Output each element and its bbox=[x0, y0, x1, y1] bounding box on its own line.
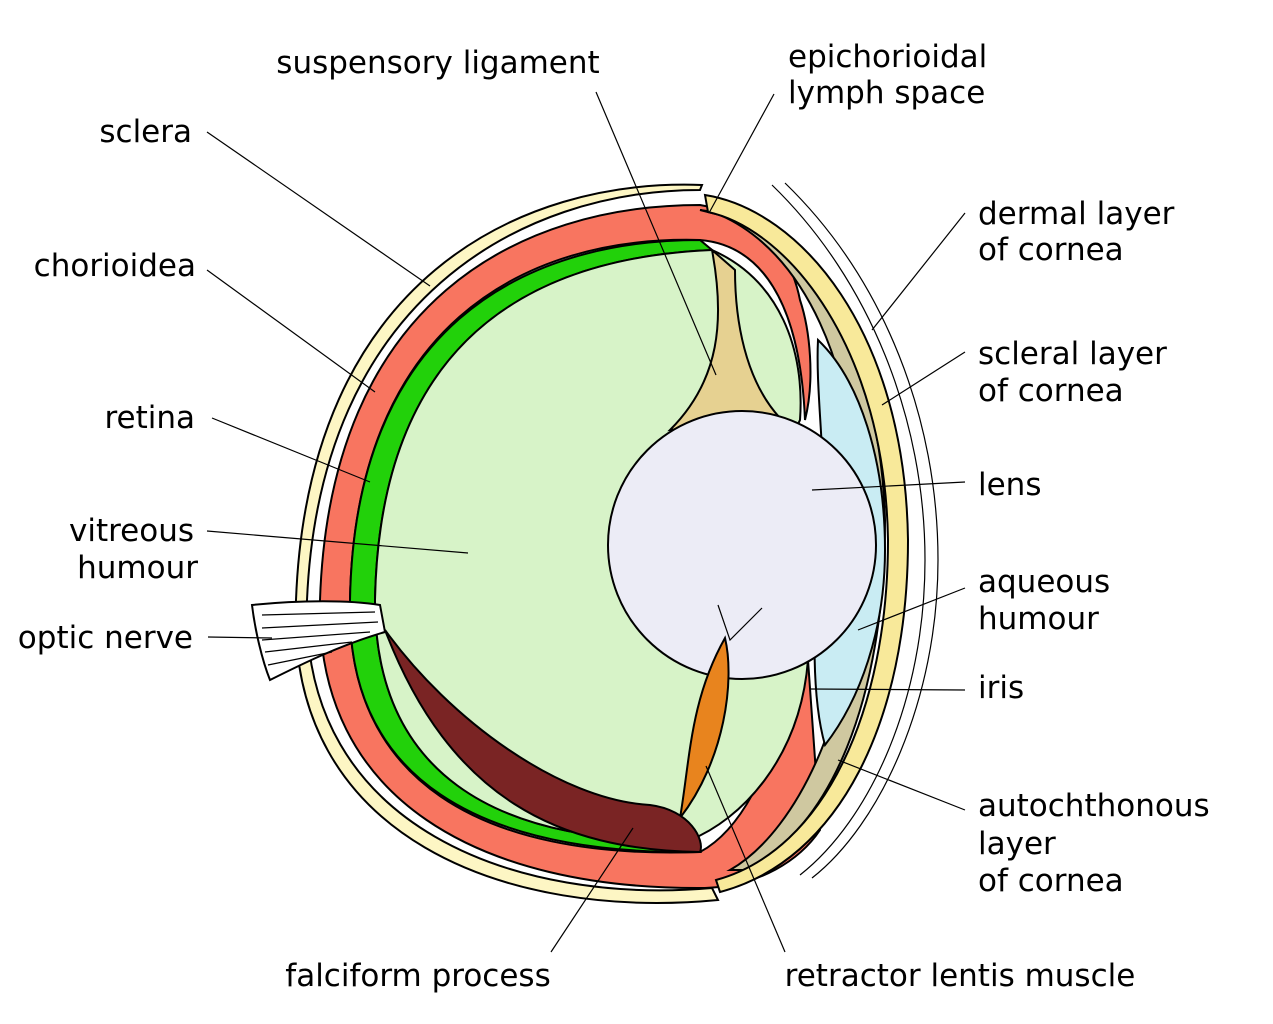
lens-body bbox=[607, 410, 877, 680]
label-dermal-2: of cornea bbox=[978, 232, 1124, 268]
label-suspensory: suspensory ligament bbox=[276, 45, 599, 81]
label-scleral-2: of cornea bbox=[978, 373, 1124, 409]
retractor-tendon bbox=[717, 604, 763, 642]
leader-vitreous bbox=[206, 530, 469, 554]
leader-scleral bbox=[881, 351, 966, 406]
label-autochthonous-2: layer bbox=[978, 826, 1056, 862]
label-vitreous-1: vitreous bbox=[69, 513, 194, 549]
leader-sclera bbox=[206, 131, 431, 287]
label-aqueous-1: aqueous bbox=[978, 564, 1110, 600]
label-chorioidea: chorioidea bbox=[34, 248, 196, 284]
label-optic-nerve: optic nerve bbox=[18, 620, 193, 656]
suspensory-ligament bbox=[667, 247, 783, 432]
sclera-layer bbox=[294, 183, 720, 904]
label-autochthonous-3: of cornea bbox=[978, 863, 1124, 899]
label-lens: lens bbox=[978, 467, 1041, 503]
cornea-dermal bbox=[703, 193, 910, 894]
label-dermal-1: dermal layer bbox=[978, 196, 1175, 232]
falciform-process bbox=[384, 629, 702, 854]
optic-nerve-body bbox=[250, 600, 387, 682]
label-sclera: sclera bbox=[99, 114, 192, 150]
leader-chorioidea bbox=[206, 269, 376, 393]
leader-suspensory bbox=[595, 91, 717, 376]
label-epichorioidal-1: epichorioidal bbox=[788, 39, 987, 75]
leader-falciform bbox=[550, 827, 634, 953]
label-aqueous-2: humour bbox=[978, 601, 1099, 637]
label-scleral-1: scleral layer bbox=[978, 336, 1167, 372]
label-retina: retina bbox=[104, 400, 195, 436]
label-falciform: falciform process bbox=[285, 958, 550, 994]
leader-lines bbox=[206, 91, 966, 953]
leader-retractor bbox=[705, 765, 786, 953]
outer-skin-line bbox=[771, 184, 926, 876]
leader-autochthonous bbox=[837, 759, 966, 811]
leader-dermal bbox=[871, 212, 966, 331]
label-retractor: retractor lentis muscle bbox=[785, 958, 1136, 994]
leader-lens bbox=[811, 481, 966, 491]
label-epichorioidal-2: lymph space bbox=[788, 75, 985, 111]
outer-skin-line-2 bbox=[784, 182, 939, 879]
label-iris: iris bbox=[978, 670, 1024, 706]
leader-optic-nerve bbox=[207, 636, 273, 639]
labels: sclera chorioidea retina vitreous humour… bbox=[18, 39, 1210, 994]
leader-aqueous bbox=[857, 587, 966, 631]
label-vitreous-2: humour bbox=[77, 550, 198, 586]
optic-nerve-fibers bbox=[261, 611, 379, 666]
leader-retina bbox=[211, 417, 371, 483]
label-autochthonous-1: autochthonous bbox=[978, 788, 1210, 824]
leader-epichorioidal bbox=[708, 93, 775, 214]
leader-iris bbox=[809, 688, 966, 691]
